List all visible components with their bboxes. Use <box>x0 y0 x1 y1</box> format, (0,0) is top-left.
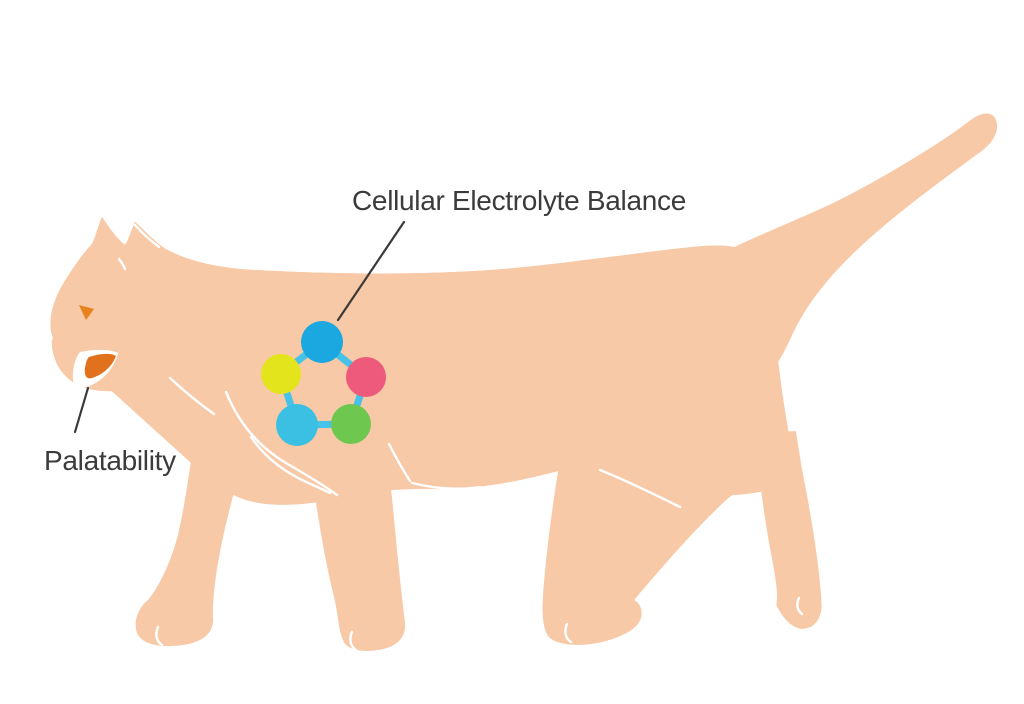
molecule-node-right <box>346 357 386 397</box>
label-palatability: Palatability <box>44 445 176 476</box>
belly-line <box>410 481 482 490</box>
ear-fold-line <box>133 223 161 249</box>
inner-ear-mark <box>117 257 127 271</box>
cat-tongue <box>84 353 116 379</box>
toe-mark-hind-near <box>564 622 573 644</box>
cat-illustration <box>50 111 1000 654</box>
cheek-line <box>168 376 216 416</box>
cat-body-fill <box>50 217 797 505</box>
shoulder-line <box>387 442 412 483</box>
toe-mark-hind-far <box>796 596 804 616</box>
molecule-node-bottom-left <box>276 404 318 446</box>
molecule-node-top <box>301 321 343 363</box>
leader-line-electrolyte <box>336 220 406 322</box>
toe-mark-front-near <box>155 625 164 647</box>
electrolyte-molecule <box>261 321 386 446</box>
cat-near-hind-leg <box>542 449 800 645</box>
molecule-node-left <box>261 354 301 394</box>
leader-lines <box>73 220 406 434</box>
thigh-line <box>598 468 682 509</box>
cat-eye-icon <box>79 305 94 320</box>
label-cellular-electrolyte-balance: Cellular Electrolyte Balance <box>352 185 686 216</box>
molecule-node-bottom-right <box>331 404 371 444</box>
leader-line-palatability <box>73 386 90 434</box>
chest-line-1 <box>224 390 339 497</box>
toe-mark-front-far <box>349 630 358 652</box>
chest-line-2 <box>249 435 332 495</box>
fur-detail-lines <box>117 223 804 652</box>
